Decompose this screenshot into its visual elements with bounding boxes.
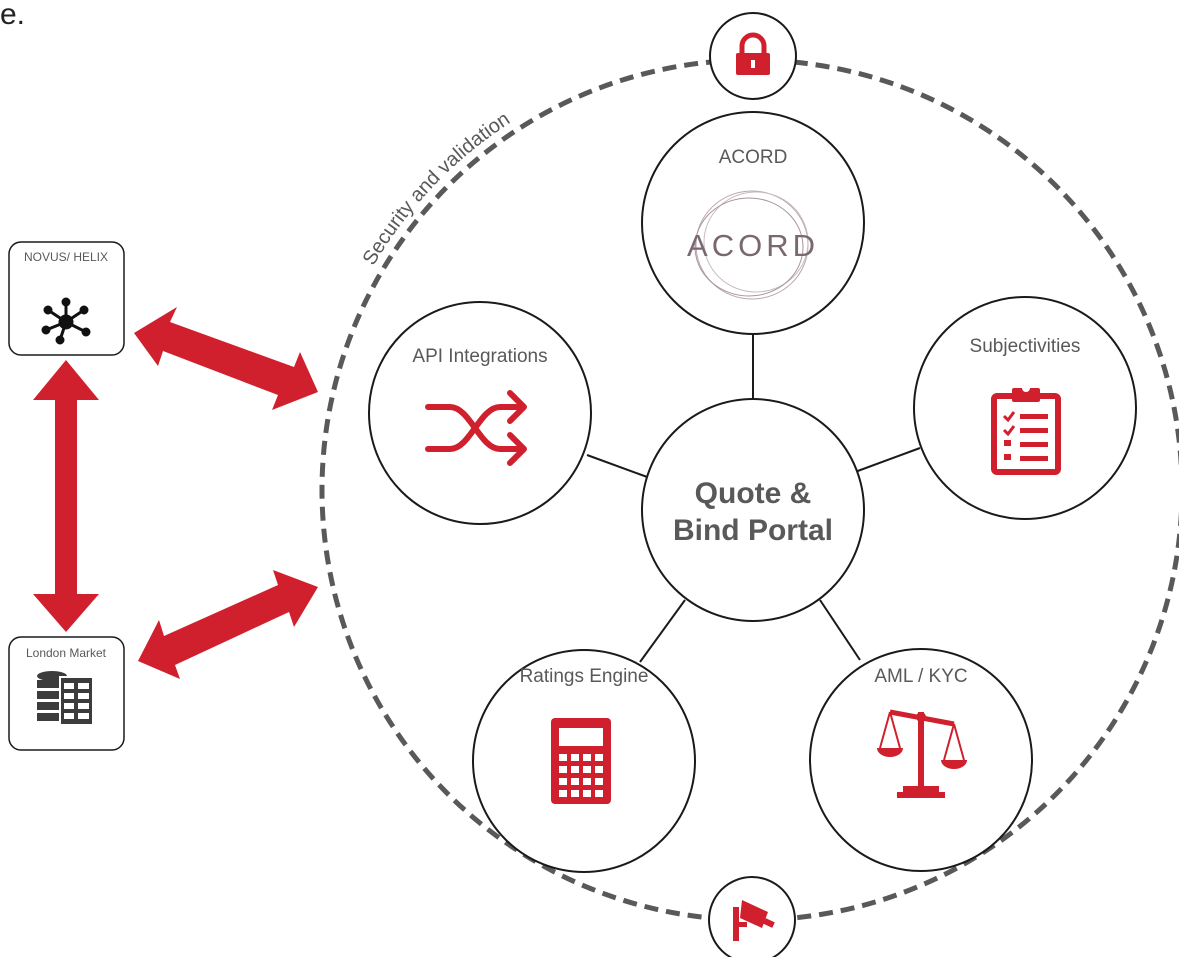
api-integrations-node[interactable]: API Integrations — [368, 301, 592, 525]
novus-helix-label: NOVUS/ HELIX — [24, 250, 108, 264]
checklist-clipboard-icon — [991, 384, 1061, 475]
page-text-fragment: e. — [0, 0, 26, 31]
aml-kyc-label: AML / KYC — [874, 666, 967, 687]
api-integrations-label: API Integrations — [412, 346, 547, 367]
ratings-engine-label: Ratings Engine — [520, 666, 649, 687]
center-node[interactable]: Quote & Bind Portal — [641, 398, 865, 622]
london-market-box[interactable]: London Market — [8, 636, 125, 751]
novus-helix-box[interactable]: NOVUS/ HELIX — [8, 241, 125, 356]
acord-node[interactable]: ACORD ACORD — [641, 111, 865, 335]
network-hub-icon — [41, 297, 91, 345]
subjectivities-label: Subjectivities — [970, 336, 1081, 357]
acord-logo-text: ACORD — [687, 228, 819, 263]
balance-scale-icon — [877, 709, 967, 798]
ring-label: Security and validation — [359, 108, 514, 269]
acord-logo: ACORD — [687, 190, 819, 300]
top-security-badge[interactable] — [709, 12, 797, 100]
center-title-line2: Bind Portal — [673, 514, 833, 547]
london-ring-double-arrow — [138, 570, 318, 679]
novus-ring-double-arrow — [134, 307, 318, 410]
security-camera-icon — [733, 900, 775, 941]
london-market-label: London Market — [26, 646, 107, 660]
database-table-icon — [37, 671, 94, 726]
bottom-security-badge[interactable] — [708, 876, 796, 957]
vertical-double-arrow — [33, 360, 99, 632]
padlock-icon — [736, 32, 770, 75]
shuffle-icon — [425, 390, 527, 466]
subjectivities-node[interactable]: Subjectivities — [913, 296, 1137, 520]
ring-label-path: Security and validation — [359, 108, 514, 269]
aml-kyc-node[interactable]: AML / KYC — [809, 648, 1033, 872]
acord-label: ACORD — [719, 147, 788, 168]
center-title-line1: Quote & — [695, 477, 812, 510]
calculator-icon — [551, 718, 611, 804]
ratings-engine-node[interactable]: Ratings Engine — [472, 649, 696, 873]
connection-arrows — [33, 307, 318, 679]
